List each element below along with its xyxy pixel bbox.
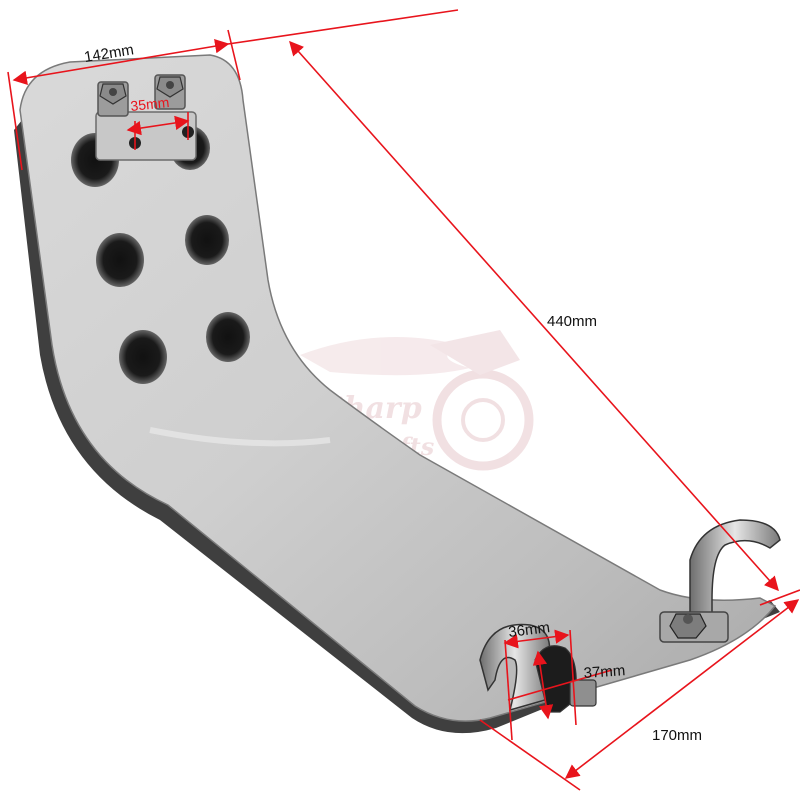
dim-line-bottom-width bbox=[564, 599, 800, 779]
dim-line-clamp-width bbox=[503, 629, 570, 649]
extension-line bbox=[227, 9, 459, 45]
right-pipe-clamp bbox=[659, 519, 781, 643]
vent-hole bbox=[119, 330, 167, 384]
label-clamp-height: 37mm bbox=[583, 662, 626, 682]
dim-line-bracket bbox=[126, 115, 190, 136]
label-clamp-width: 36mm bbox=[507, 619, 550, 641]
extension-line bbox=[504, 639, 513, 741]
vent-hole bbox=[96, 233, 144, 287]
dimension-lines bbox=[7, 9, 800, 791]
dim-line-clamp-height bbox=[532, 650, 554, 720]
extension-line bbox=[227, 29, 241, 81]
label-bracket-spacing: 35mm bbox=[130, 94, 170, 114]
extension-line bbox=[569, 629, 577, 726]
label-overall-length: 440mm bbox=[547, 313, 597, 330]
dim-line-overall-length bbox=[289, 40, 779, 592]
label-bottom-width: 170mm bbox=[652, 727, 702, 744]
dim-line-top-width bbox=[12, 39, 230, 85]
extension-line bbox=[7, 71, 23, 171]
extension-line bbox=[507, 669, 613, 701]
vent-hole bbox=[206, 312, 250, 362]
extension-line bbox=[479, 719, 581, 791]
vent-hole bbox=[185, 215, 229, 265]
